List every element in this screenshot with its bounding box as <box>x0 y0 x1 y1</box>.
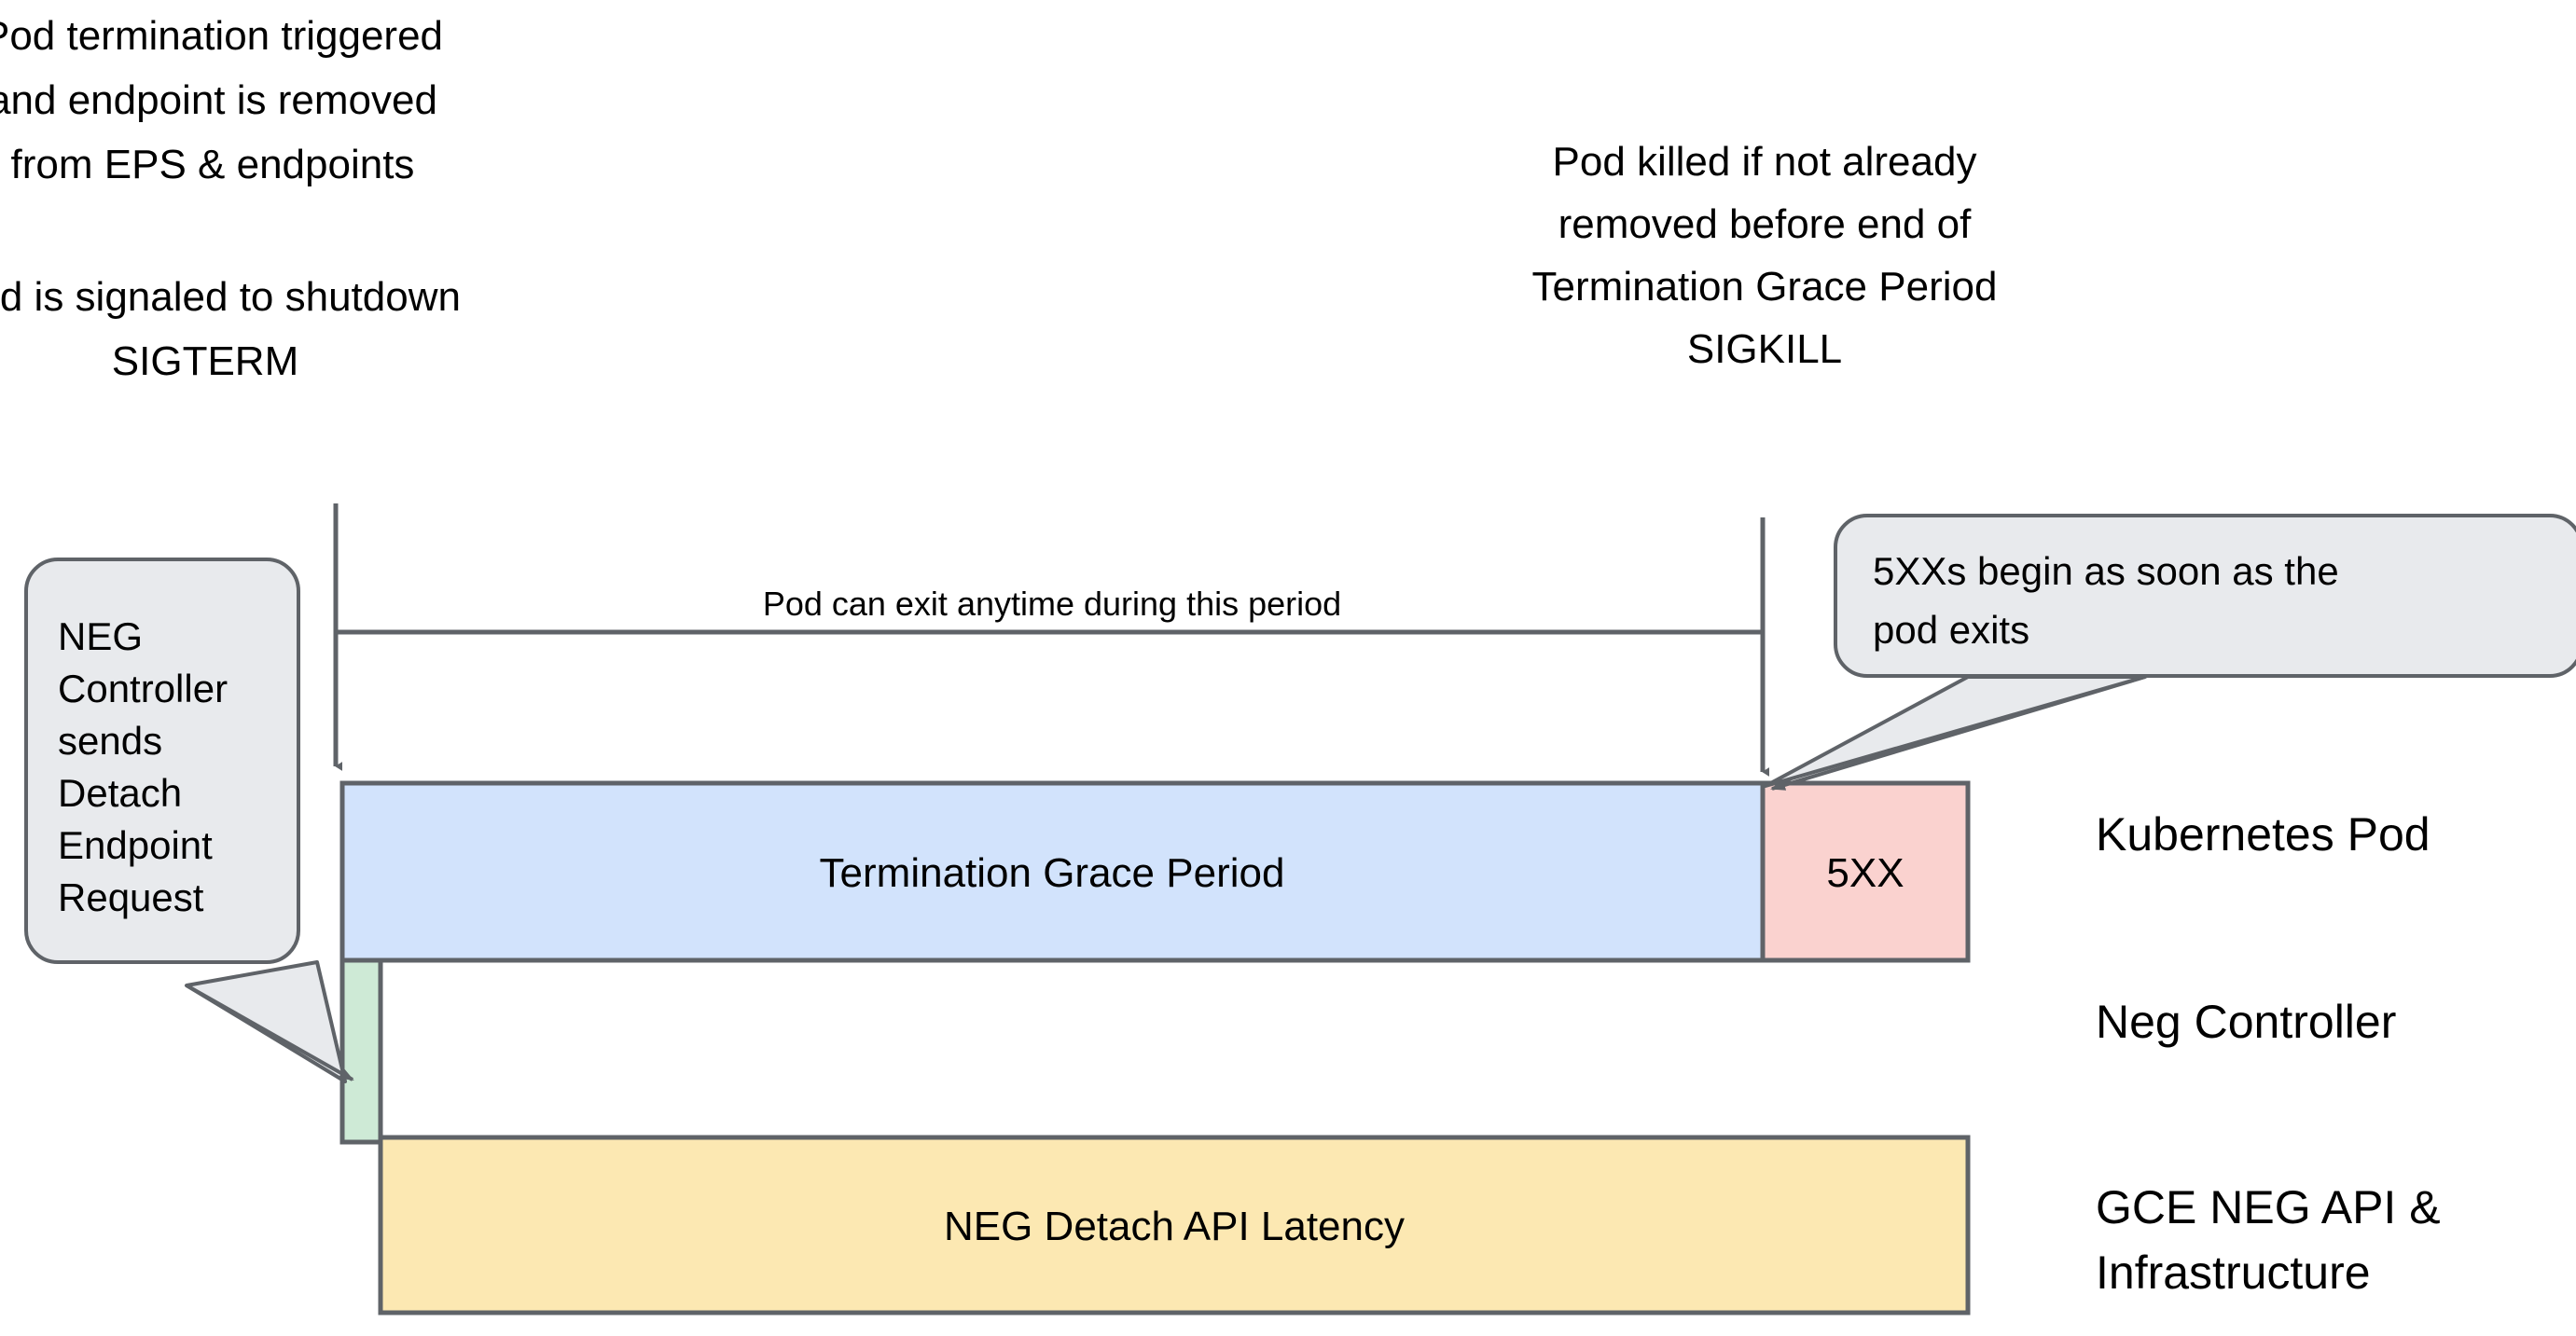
annotation-top-right: Pod killed if not already removed before… <box>1532 139 1998 372</box>
neg-controller-callout[interactable]: NEG Controller sends Detach Endpoint Req… <box>24 558 354 1083</box>
annotation-line: from EPS & endpoints <box>11 142 415 187</box>
five-xx-callout[interactable]: 5XXs begin as soon as the pod exits <box>1764 514 2576 791</box>
span-label: Pod can exit anytime during this period <box>763 585 1341 623</box>
callout-pointer-icon <box>1770 675 2146 791</box>
annotation-line: removed before end of <box>1558 201 1973 247</box>
bar-rect[interactable] <box>339 957 383 1145</box>
neg-controller-bar[interactable] <box>339 957 383 1145</box>
neg-detach-api-latency-bar[interactable]: NEG Detach API Latency <box>378 1135 1971 1315</box>
bar-label: NEG Detach API Latency <box>944 1204 1405 1249</box>
callout-line: Detach <box>58 771 182 815</box>
annotation-line: SIGKILL <box>1687 326 1842 372</box>
callout-body[interactable] <box>1834 514 2576 678</box>
callout-line: 5XXs begin as soon as the <box>1873 549 2339 593</box>
five-xx-bar[interactable]: 5XX <box>1760 780 1971 963</box>
annotation-line: Pod is signaled to shutdown <box>0 274 461 320</box>
callout-line: Endpoint <box>58 823 213 867</box>
annotation-top-left: Pod termination triggered and endpoint i… <box>0 13 461 384</box>
callout-pointer-icon <box>186 984 354 1081</box>
annotation-line: Pod termination triggered <box>0 13 443 59</box>
lane-label: Kubernetes Pod <box>2096 808 2431 861</box>
callout-body[interactable] <box>24 558 300 964</box>
lane-neg-controller: Neg Controller <box>2096 996 2396 1048</box>
callout-line: sends <box>58 719 162 763</box>
lane-gce-neg-api: GCE NEG API & Infrastructure <box>2096 1181 2441 1299</box>
bar-rect[interactable] <box>378 1135 1971 1315</box>
annotation-line: Pod killed if not already <box>1553 139 1977 185</box>
callout-line: pod exits <box>1873 608 2029 652</box>
lane-label: GCE NEG API & <box>2096 1181 2441 1233</box>
callout-line: Controller <box>58 667 228 710</box>
annotation-line: Termination Grace Period <box>1532 264 1998 310</box>
lane-label: Neg Controller <box>2096 996 2396 1048</box>
callout-line: NEG <box>58 614 143 658</box>
bar-rect[interactable] <box>1760 780 1971 963</box>
bar-rect[interactable] <box>339 780 1766 963</box>
callout-line: Request <box>58 875 204 919</box>
bar-label: Termination Grace Period <box>820 850 1285 896</box>
annotation-line: and endpoint is removed <box>0 77 437 123</box>
lane-kubernetes-pod: Kubernetes Pod <box>2096 808 2431 861</box>
pod-exit-span: Pod can exit anytime during this period <box>338 585 1761 635</box>
annotation-line: SIGTERM <box>112 338 298 384</box>
lane-label: Infrastructure <box>2096 1246 2371 1299</box>
termination-grace-period-bar[interactable]: Termination Grace Period <box>339 780 1766 963</box>
bar-label: 5XX <box>1826 850 1904 896</box>
